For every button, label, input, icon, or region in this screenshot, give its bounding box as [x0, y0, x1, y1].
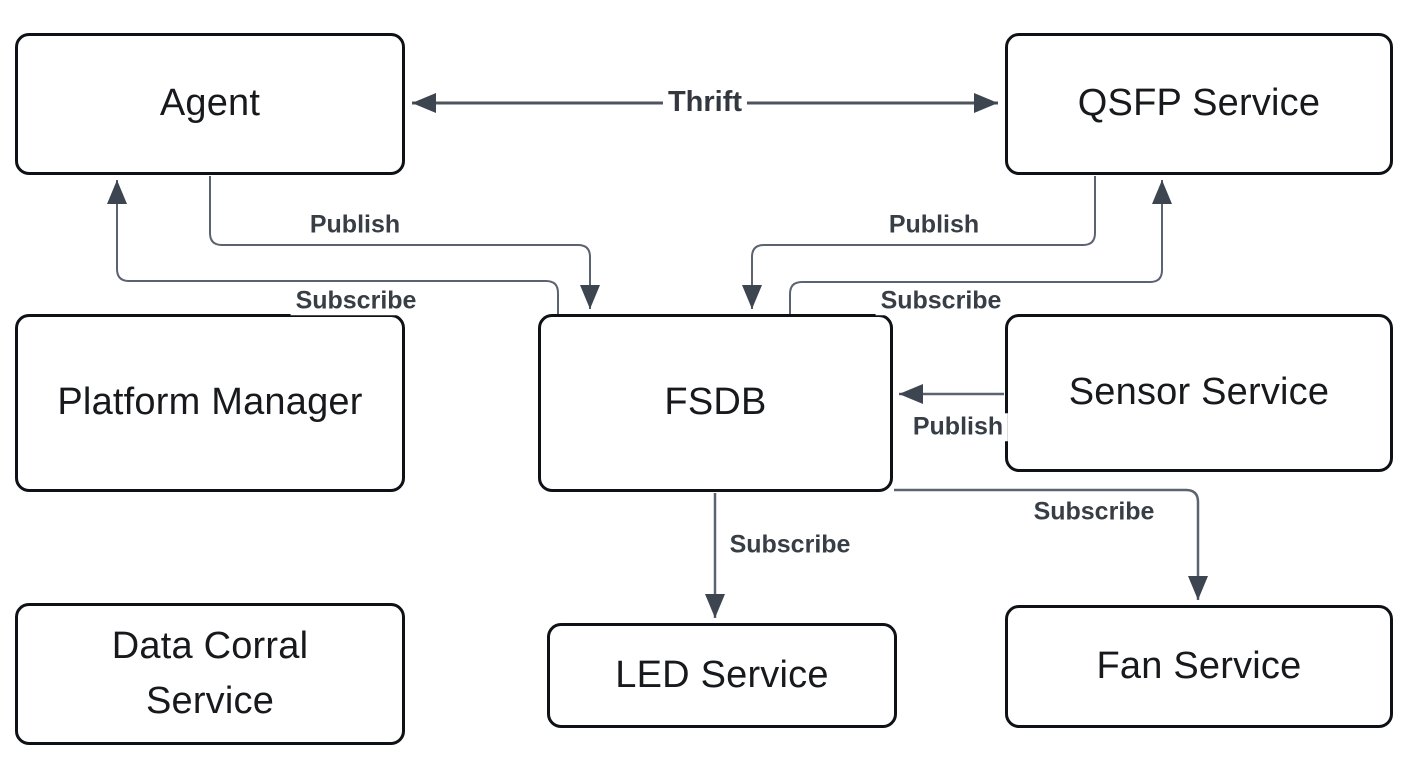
node-qsfp-service: QSFP Service	[1005, 33, 1393, 175]
edge-label-subscribe-fsdb-agent: Subscribe	[290, 287, 422, 315]
edge-label-publish-qsfp-fsdb: Publish	[883, 211, 985, 239]
node-sensor-service: Sensor Service	[1005, 314, 1393, 472]
node-qsfp-service-label: QSFP Service	[1077, 82, 1321, 125]
edge-publish-agent-fsdb-line	[209, 176, 600, 309]
node-fan-service-label: Fan Service	[1096, 644, 1302, 687]
edge-subscribe-fsdb-fan-line	[894, 488, 1208, 600]
node-platform-manager: Platform Manager	[15, 314, 405, 492]
edge-subscribe-fsdb-agent-line	[107, 180, 559, 315]
node-fsdb-label: FSDB	[664, 381, 767, 424]
node-fsdb: FSDB	[538, 314, 893, 492]
edge-label-thrift: Thrift	[662, 86, 748, 119]
node-data-corral-service-label: Data Corral Service	[111, 624, 309, 722]
edge-subscribe-fsdb-qsfp-line	[789, 180, 1172, 315]
node-fan-service: Fan Service	[1005, 605, 1393, 728]
node-data-corral-service: Data Corral Service	[15, 603, 405, 745]
edge-label-publish-agent-fsdb: Publish	[304, 211, 406, 239]
node-agent: Agent	[15, 33, 405, 175]
edge-label-subscribe-fsdb-fan: Subscribe	[1028, 498, 1160, 526]
edge-label-subscribe-fsdb-qsfp: Subscribe	[875, 287, 1007, 315]
node-sensor-service-label: Sensor Service	[1068, 371, 1330, 414]
node-led-service: LED Service	[547, 623, 897, 728]
node-platform-manager-label: Platform Manager	[57, 381, 363, 424]
edge-label-publish-sensor-fsdb: Publish	[907, 413, 1009, 441]
edge-publish-qsfp-fsdb-line	[742, 176, 1096, 309]
edge-label-subscribe-fsdb-led: Subscribe	[724, 531, 856, 559]
node-led-service-label: LED Service	[615, 653, 829, 696]
node-agent-label: Agent	[159, 82, 261, 125]
